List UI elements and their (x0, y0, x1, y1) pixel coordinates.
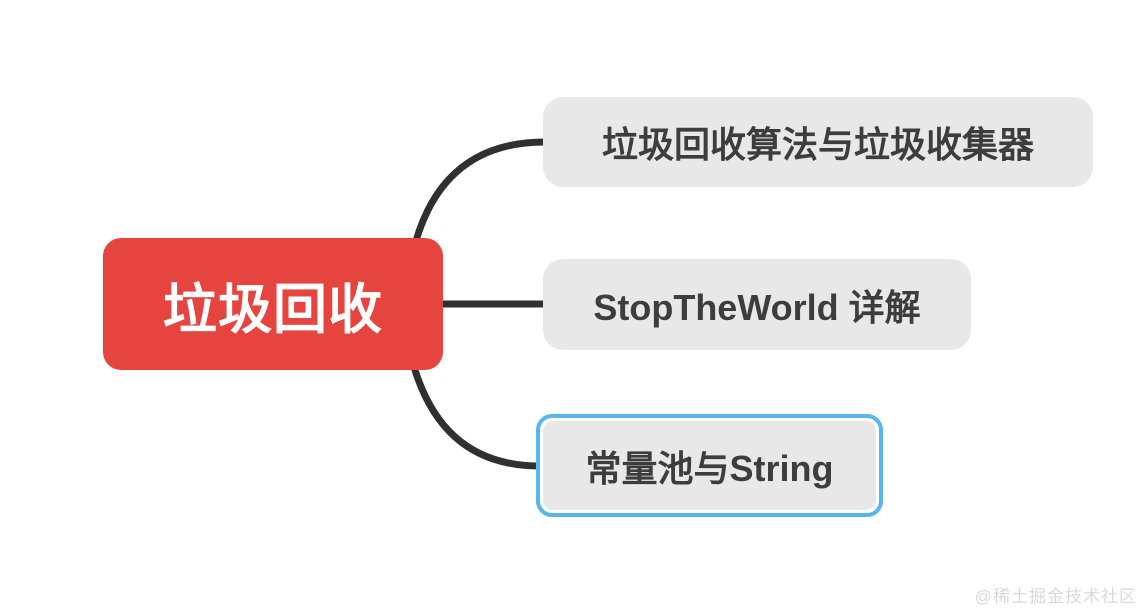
child-node-label: StopTheWorld 详解 (593, 286, 921, 328)
child-node-label: 垃圾回收算法与垃圾收集器 (601, 124, 1034, 165)
child-node-stoptheworld[interactable]: StopTheWorld 详解 (543, 259, 971, 350)
connector-root-to-child-1 (409, 138, 549, 256)
selection-outline[interactable]: 常量池与String (536, 414, 883, 517)
watermark: @稀土掘金技术社区 (974, 587, 1137, 606)
child-node-gc-algorithms[interactable]: 垃圾回收算法与垃圾收集器 (543, 97, 1093, 187)
child-node-label: 常量池与String (585, 447, 834, 489)
root-node-garbage-collection[interactable]: 垃圾回收 (103, 238, 443, 370)
root-node-label: 垃圾回收 (163, 279, 383, 340)
connector-root-to-child-3 (407, 352, 544, 470)
child-node-constant-pool-string[interactable]: 常量池与String (543, 421, 876, 510)
